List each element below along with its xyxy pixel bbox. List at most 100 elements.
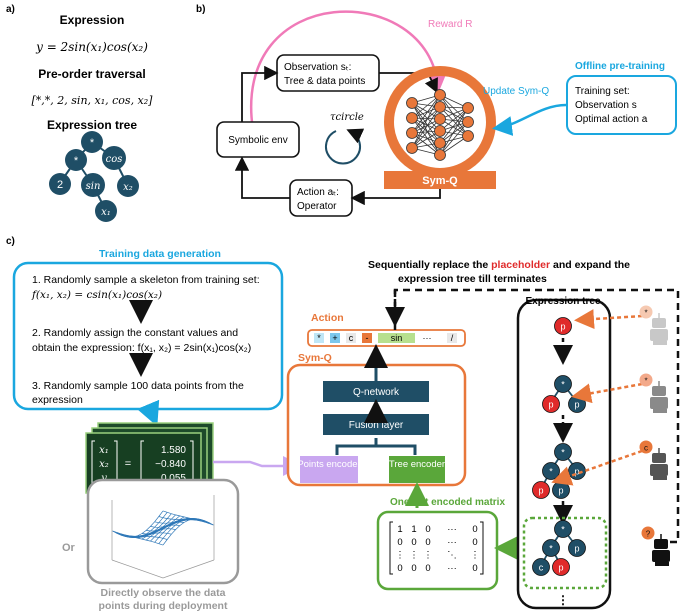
robot-body — [652, 550, 670, 562]
current-tree-highlight — [522, 516, 608, 590]
optimal-action-label: Optimal action a — [575, 114, 648, 125]
nn-edge — [411, 94, 441, 119]
robot-head — [652, 453, 666, 463]
nn-neuron — [462, 116, 474, 128]
onehot-cell: 0 — [411, 537, 416, 548]
matrix-val-1: 1.580 — [161, 445, 186, 456]
robot-body — [650, 464, 668, 476]
surface-mesh-line — [112, 530, 164, 546]
nn-neuron — [462, 102, 474, 114]
action-token: * — [317, 333, 321, 343]
action-token-bg — [362, 333, 372, 343]
matrix-var-x2: x₂ — [99, 459, 109, 470]
action-to-env-arrow — [234, 156, 290, 199]
nn-neuron — [434, 113, 446, 125]
onehot-cell: 0 — [472, 563, 477, 574]
tree-encoder-box — [389, 456, 445, 483]
offline-box — [566, 75, 677, 135]
sequential-text: Sequentially replace the placeholder and… — [368, 259, 630, 271]
robot-body — [650, 329, 668, 341]
symq-network: Sym-Q — [384, 66, 496, 189]
nn-neuron — [406, 127, 418, 139]
tree-node-root — [81, 131, 103, 153]
seq-tree-node — [554, 520, 572, 538]
sequential-text-2: expression tree till terminates — [398, 273, 547, 285]
robot-head — [654, 539, 668, 549]
action-title: Action — [311, 312, 344, 324]
fusion-label: Fusion layer — [349, 420, 404, 431]
nn-neuron — [434, 125, 446, 137]
observation-s-label: Observation s — [575, 100, 637, 111]
action-token-bg — [346, 333, 356, 343]
observation-label-2: Tree & data points — [284, 76, 365, 87]
tree-node-x1 — [95, 200, 117, 222]
seq-tree-node-label: p — [558, 563, 563, 573]
surface-axes — [111, 559, 215, 579]
robot-head — [652, 386, 666, 396]
nn-edge — [411, 132, 441, 156]
onehot-cell: 0 — [425, 563, 430, 574]
observe-label: Directly observe the data — [101, 587, 226, 599]
action-tokens: *+c-sin···/ — [314, 333, 457, 343]
robot-body — [650, 397, 668, 409]
robot-arrow — [551, 449, 643, 486]
seq-tree-node-label: p — [560, 322, 565, 332]
onehot-cell: 0 — [425, 537, 430, 548]
seq-tree-node-label: c — [539, 563, 544, 573]
nn-neuron — [406, 142, 418, 154]
action-label-2: Operator — [297, 201, 337, 212]
action-label: Action aₜ: — [297, 187, 339, 198]
onehot-cell: ⋮ — [423, 550, 433, 561]
seq-tree-node-label: * — [549, 544, 553, 554]
tree-node-x2 — [117, 175, 139, 197]
onehot-cell: 0 — [425, 524, 430, 535]
seq-tree-node-label: * — [561, 380, 565, 390]
nn-neuron — [406, 97, 418, 109]
robot-base — [653, 341, 667, 345]
reward-label: Reward R — [428, 19, 472, 30]
nn-edge — [411, 117, 441, 144]
onehot-cell: 0 — [472, 524, 477, 535]
reward-arrow — [249, 10, 447, 131]
tree-node-cos-label: cos — [106, 154, 123, 165]
action-token-bg — [314, 333, 324, 343]
tree-node-root-label: * — [90, 137, 95, 149]
action-token: c — [349, 333, 354, 343]
robot-head — [652, 318, 666, 328]
nn-neuron — [434, 137, 446, 149]
action-token: ··· — [423, 333, 432, 343]
tree-node-2-label: 2 — [57, 179, 63, 191]
seq-tree-node-label: p — [558, 486, 563, 496]
seq-tree-more-dots: ⋮ — [557, 593, 569, 607]
seq-tree-node — [552, 558, 570, 576]
robot-token-bubble — [641, 526, 655, 540]
seq-tree-node-label: p — [538, 486, 543, 496]
sequential-text-pre: Sequentially replace the — [368, 259, 491, 271]
nn-edge — [439, 107, 469, 144]
expression-tree-title: Expression tree — [525, 296, 600, 307]
nn-neuron — [462, 130, 474, 142]
tree-node-mul-label: * — [74, 155, 79, 167]
robots: **c? — [551, 305, 670, 566]
encoders-to-fusion-arrow — [335, 438, 417, 455]
tree-node-cos — [102, 146, 126, 170]
nn-edge — [439, 94, 469, 137]
expression-formula: y = 2sin(x₁)cos(x₂) — [35, 40, 148, 54]
nn-edge — [411, 106, 441, 149]
nn-edge — [439, 107, 469, 132]
nn-edge — [411, 118, 441, 149]
action-token: - — [366, 333, 369, 343]
action-token-bg — [330, 333, 340, 343]
panel-a-label: a) — [6, 4, 15, 15]
onehot-bracket-right — [480, 521, 484, 575]
matrix-to-points-encoder-arrow — [213, 456, 303, 476]
step1-formula: f(x₁, x₂) = csin(x₁)cos(x₂) — [31, 289, 162, 301]
tree-node-sin-label: sin — [86, 181, 101, 192]
step2-formula: obtain the expression: f(x₁, x₂) = 2sin(… — [32, 342, 251, 354]
symq-to-action-arrow — [350, 185, 441, 206]
onehot-cell: 0 — [397, 563, 402, 574]
or-label: Or — [62, 542, 76, 554]
surface-mesh-line — [120, 532, 172, 537]
update-label: Update Sym-Q — [483, 86, 549, 97]
seq-tree-node — [532, 558, 550, 576]
